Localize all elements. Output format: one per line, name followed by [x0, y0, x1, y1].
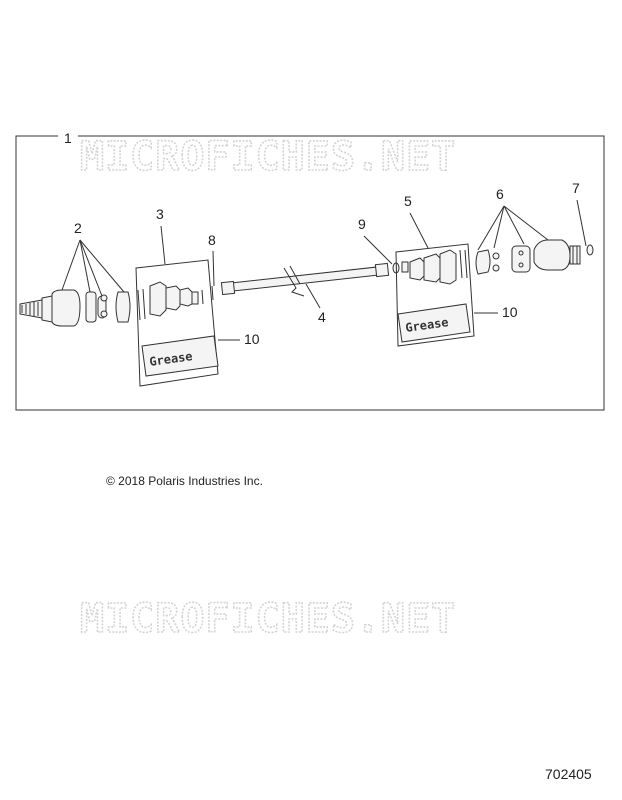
inner-boot — [401, 249, 468, 285]
callout-9: 9 — [358, 216, 366, 232]
callout-5: 5 — [404, 193, 412, 209]
inner-cv-housing — [533, 239, 581, 271]
document-number: 702405 — [545, 766, 592, 782]
axle-shaft — [220, 262, 390, 297]
watermark-top: MICROFICHES.NET — [80, 134, 456, 180]
outer-boot — [137, 281, 204, 321]
copyright-notice: © 2018 Polaris Industries Inc. — [106, 474, 263, 488]
boot-kit-3-frame — [135, 259, 219, 387]
grease-packet-left: Grease — [141, 335, 219, 377]
watermark-bottom: MICROFICHES.NET — [80, 596, 456, 642]
callout-6-leaders — [477, 205, 549, 251]
callout-10-right: 10 — [502, 304, 518, 320]
retaining-ring-8 — [211, 285, 214, 301]
boot-kit-5-frame — [395, 243, 475, 347]
callout-1: 1 — [64, 130, 72, 146]
callout-3: 3 — [156, 206, 164, 222]
inner-bearing-cage — [475, 245, 531, 275]
callout-4: 4 — [318, 309, 326, 325]
assembly-frame — [15, 135, 605, 411]
outer-cv-joint — [19, 289, 81, 327]
callout-6: 6 — [496, 186, 504, 202]
snap-ring-7 — [586, 244, 594, 256]
callout-2: 2 — [74, 220, 82, 236]
callout-2-leaders — [61, 239, 125, 297]
outer-bearing-cage — [85, 291, 131, 323]
grease-packet-right: Grease — [397, 303, 471, 343]
callout-8: 8 — [208, 232, 216, 248]
callout-10-left: 10 — [244, 331, 260, 347]
grease-label-left: Grease — [148, 349, 193, 369]
callout-7: 7 — [572, 180, 580, 196]
grease-label-right: Grease — [404, 315, 449, 335]
